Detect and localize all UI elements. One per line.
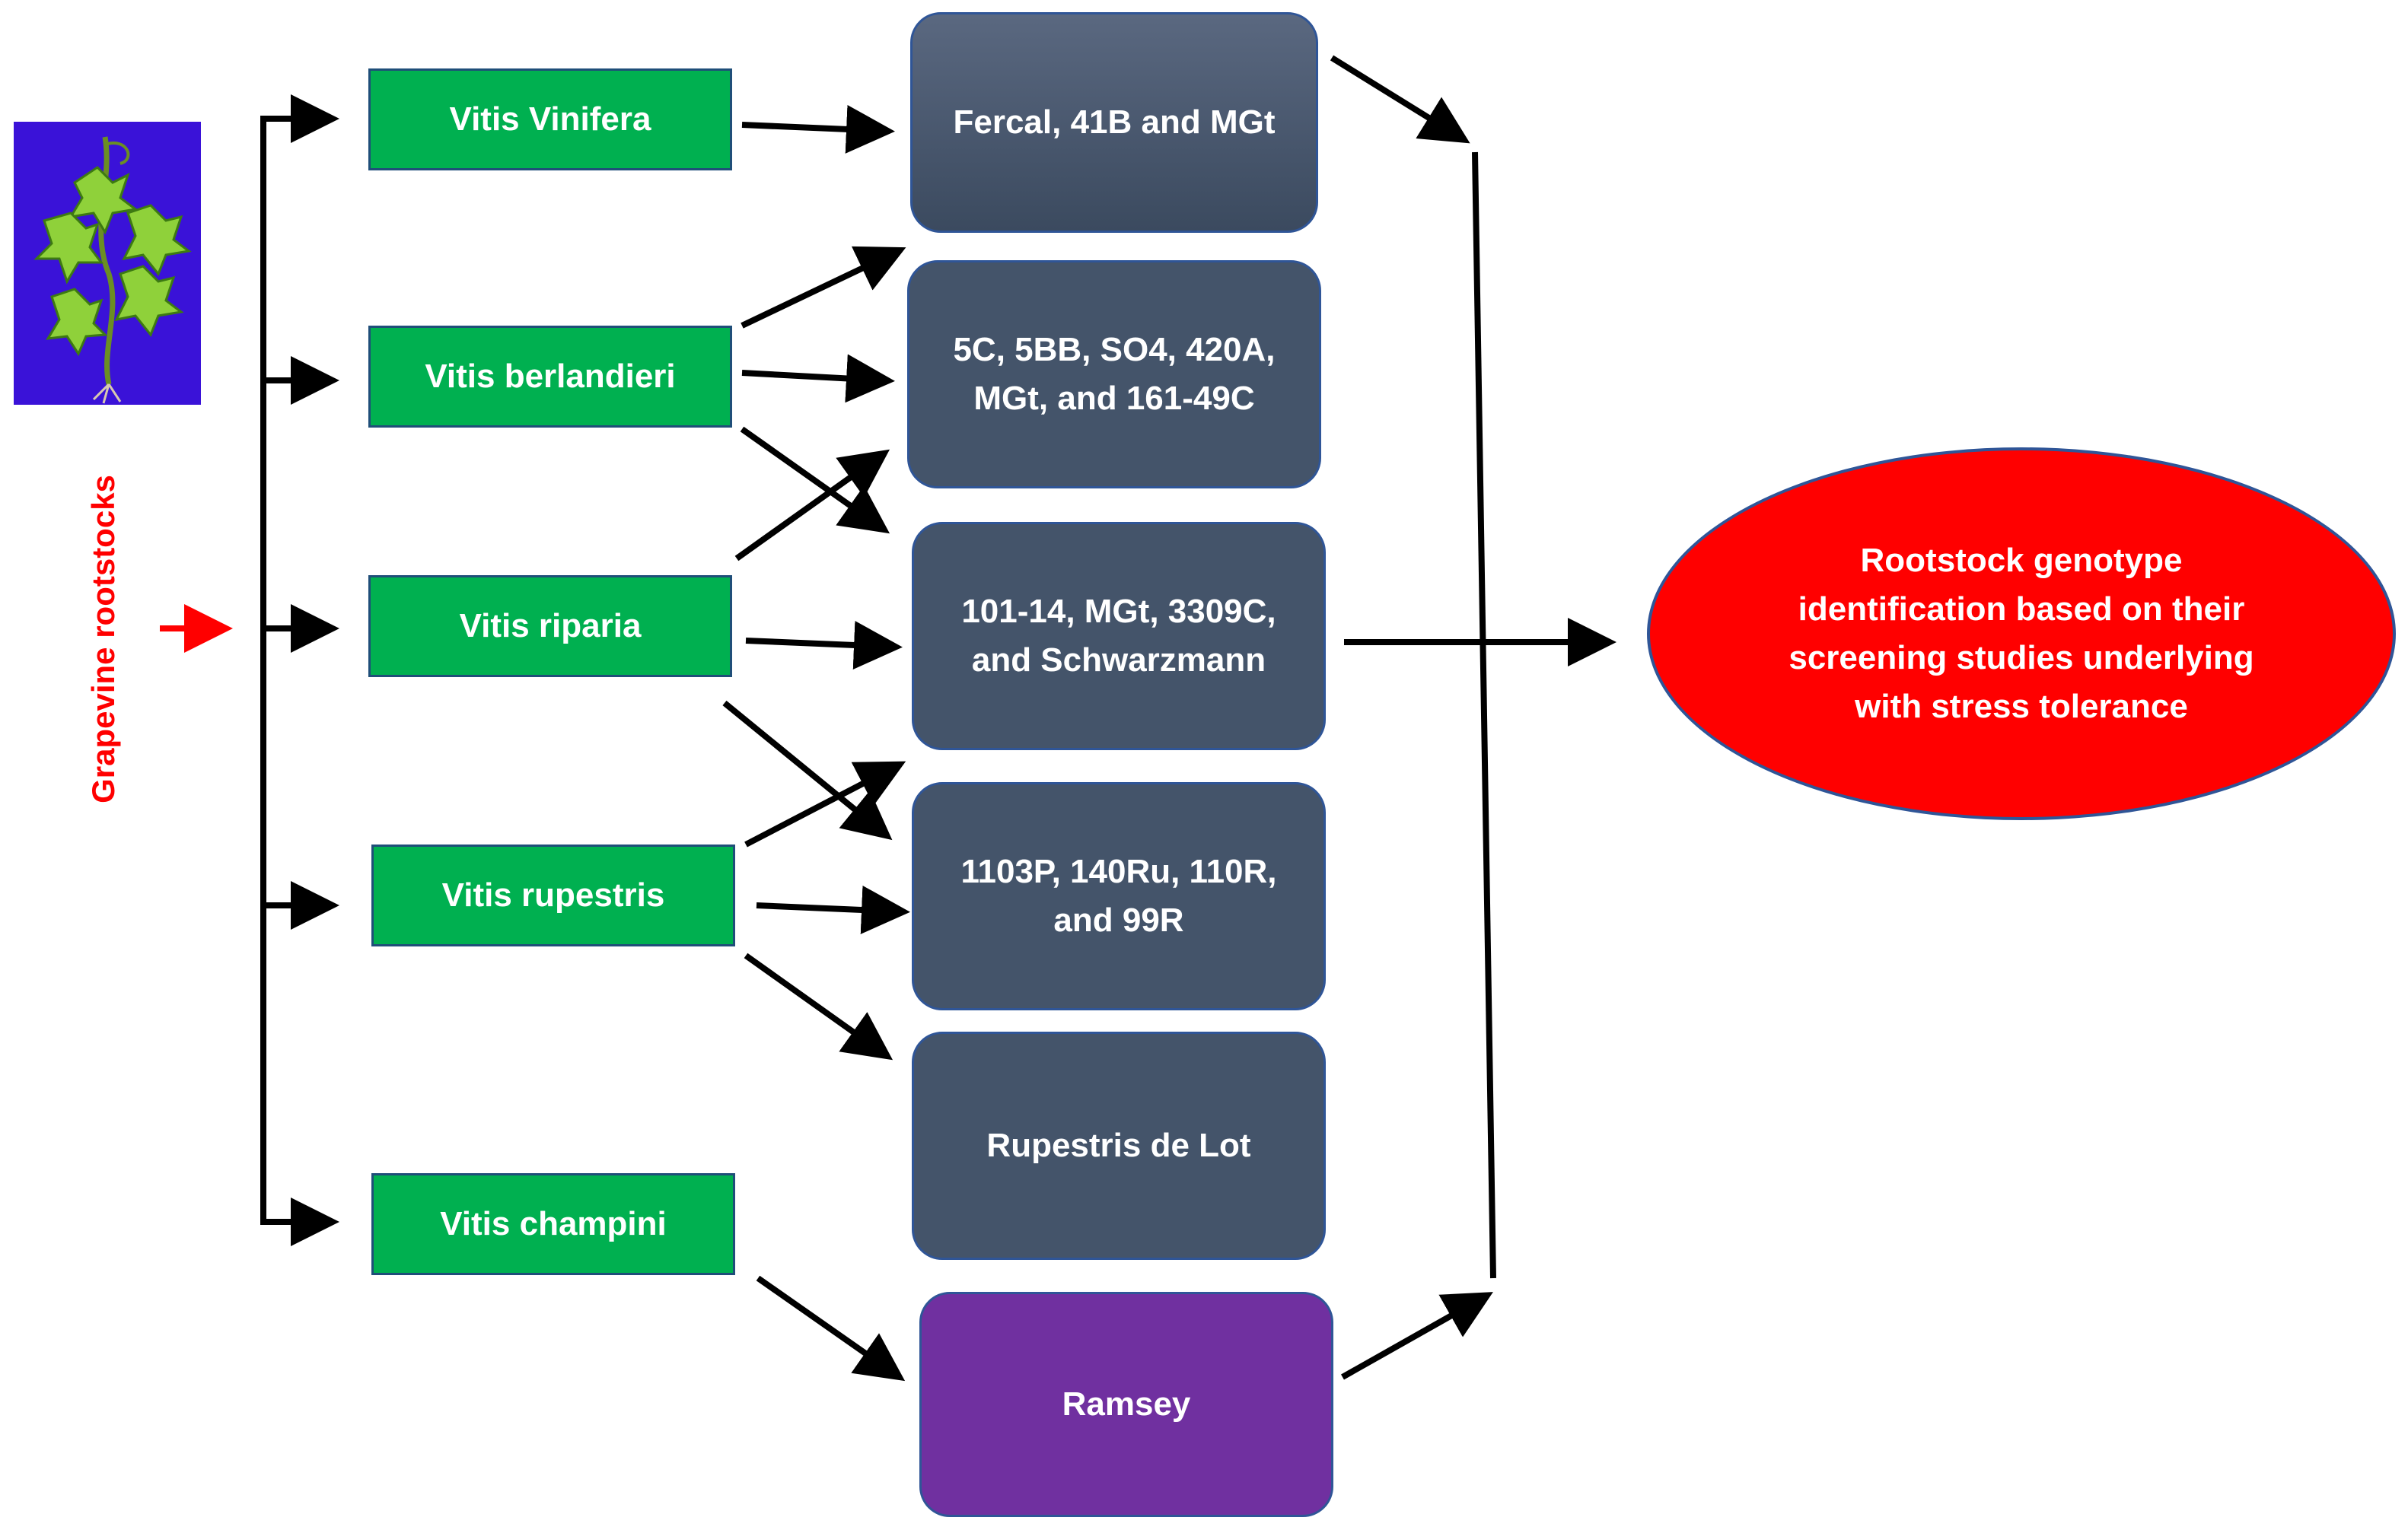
converge-arrow-bottom (1341, 1292, 1493, 1380)
arrow-berlandieri-riparia-group (740, 426, 890, 534)
species-box-berlandieri: Vitis berlandieri (368, 326, 732, 428)
cultivar-label-riparia-group: 101-14, MGt, 3309C, and Schwarzmann (961, 593, 1276, 679)
species-label-rupestris: Vitis rupestris (441, 876, 665, 914)
arrow-rupestris-group (756, 885, 910, 934)
cultivar-label-lot: Rupestris de Lot (986, 1127, 1251, 1164)
cultivar-box-fercal: Fercal, 41B and MGt (910, 12, 1318, 233)
grapevine-leaf-icon (33, 136, 192, 404)
cultivar-box-rupestris-group: 1103P, 140Ru, 110R, and 99R (912, 782, 1326, 1010)
converge-arrow-top (1330, 55, 1470, 144)
outcome-ellipse: Rootstock genotype identification based … (1647, 447, 2396, 820)
cultivar-label-rupestris-group: 1103P, 140Ru, 110R, and 99R (960, 853, 1277, 939)
species-label-riparia: Vitis riparia (459, 607, 642, 644)
grapevine-plant-image (14, 122, 201, 405)
cultivar-label-berlandieri-group: 5C, 5BB, SO4, 420A, MGt, and 161-49C (953, 331, 1276, 417)
species-label-champini: Vitis champini (440, 1205, 667, 1242)
arrow-rupestris-lot (744, 953, 893, 1061)
converge-trunk (1472, 151, 1496, 1279)
species-box-vinifera: Vitis Vinifera (368, 68, 732, 170)
cultivar-box-ramsey: Ramsey (919, 1292, 1333, 1517)
arrow-riparia-group (745, 621, 903, 670)
arrow-rupestris-riparia-group (744, 761, 906, 848)
cultivar-label-fercal: Fercal, 41B and MGt (953, 103, 1276, 141)
arrow-riparia-rupestris-group (722, 700, 893, 841)
cultivar-label-ramsey: Ramsey (1062, 1385, 1191, 1423)
species-label-berlandieri: Vitis berlandieri (425, 358, 676, 395)
arrow-champini-ramsey (756, 1275, 906, 1382)
species-box-riparia: Vitis riparia (368, 575, 732, 677)
cultivar-box-riparia-group: 101-14, MGt, 3309C, and Schwarzmann (912, 522, 1326, 750)
arrow-berlandieri-group (741, 354, 895, 403)
cultivar-box-lot: Rupestris de Lot (912, 1032, 1326, 1260)
arrow-riparia-berlandieri-group (734, 449, 890, 561)
species-box-rupestris: Vitis rupestris (371, 845, 735, 946)
cultivar-box-berlandieri-group: 5C, 5BB, SO4, 420A, MGt, and 161-49C (907, 260, 1321, 488)
species-label-vinifera: Vitis Vinifera (449, 100, 651, 138)
species-box-champini: Vitis champini (371, 1173, 735, 1275)
arrow-berlandieri-fercal (741, 246, 906, 329)
arrow-vinifera-fercal (741, 104, 895, 154)
outcome-label: Rootstock genotype identification based … (1788, 542, 2254, 725)
